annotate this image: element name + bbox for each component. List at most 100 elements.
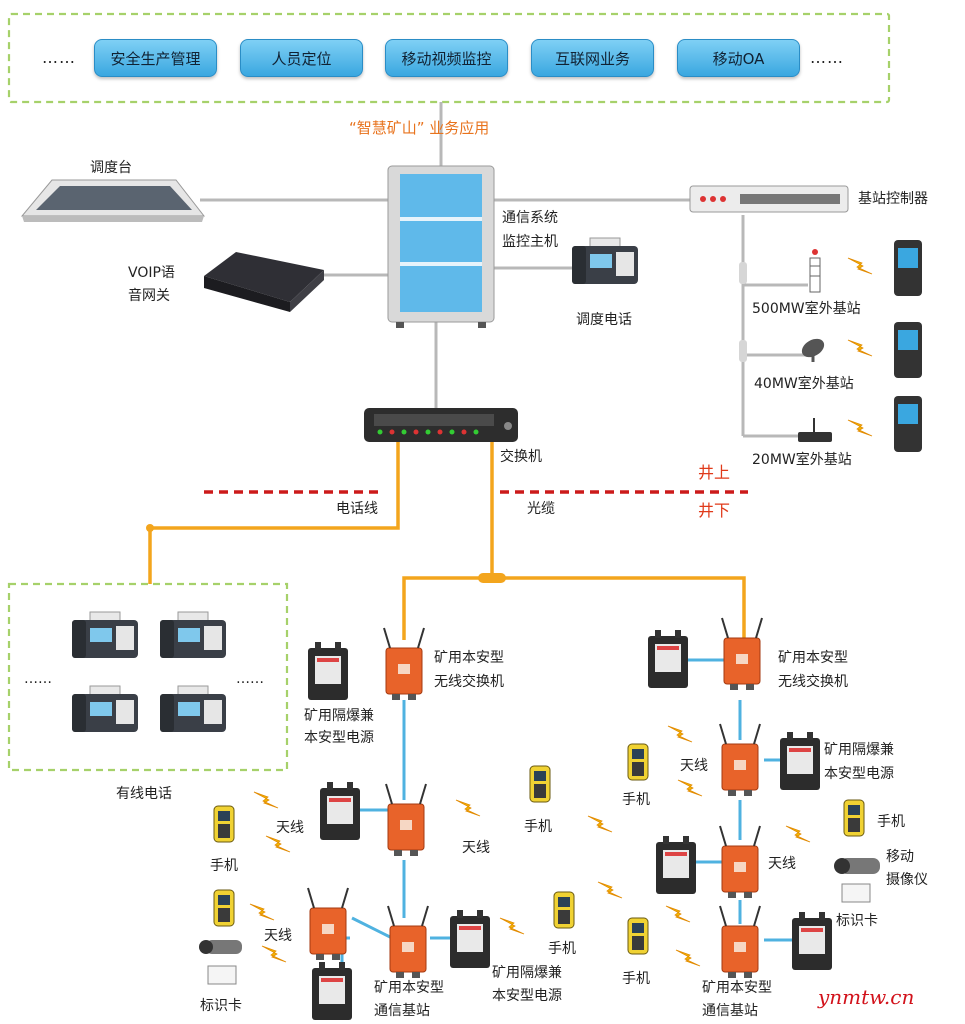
- left-comm-bs-label-1: 矿用本安型: [374, 980, 444, 996]
- right-handset-2-icon: [843, 799, 865, 837]
- host-label-2: 监控主机: [502, 234, 558, 250]
- wired-phone-label: 有线电话: [116, 786, 172, 802]
- left-id-card-icon: [207, 965, 237, 985]
- left-power-bottom-label-2: 本安型电源: [492, 988, 562, 1004]
- app-button-internet[interactable]: 互联网业务: [531, 39, 654, 77]
- mobile-20-icon: [894, 396, 922, 452]
- wired-ellipsis-right: ……: [236, 671, 264, 687]
- bolt-500-icon: [847, 257, 873, 275]
- left-switch-label-1: 矿用本安型: [434, 650, 504, 666]
- left-comm-base-station-icon: [387, 905, 429, 979]
- watermark-text: ynmtw.cn: [817, 985, 914, 1009]
- left-chain-3: [351, 916, 393, 940]
- switch-icon: [364, 408, 518, 442]
- left-handset-2-icon: [529, 765, 551, 803]
- wired-phone-1-icon: [71, 611, 139, 659]
- app-button-oa[interactable]: 移动OA: [677, 39, 800, 77]
- left-bolt-7-icon: [499, 917, 525, 935]
- right-bolt-1-icon: [667, 725, 693, 743]
- business-app-label: “智慧矿山” 业务应用: [349, 119, 489, 137]
- right-handset-label-2: 手机: [877, 814, 905, 830]
- splitter-500: [739, 262, 747, 284]
- bs40-label: 40MW室外基站: [754, 375, 854, 392]
- dispatch-console-icon: [20, 179, 206, 222]
- fiber-branch: [402, 576, 746, 640]
- left-base-station-2-icon: [307, 887, 349, 961]
- app-button-video[interactable]: 移动视频监控: [385, 39, 508, 77]
- right-wireless-switch-icon: [721, 617, 763, 691]
- left-handset-3-icon: [213, 889, 235, 927]
- monitor-host-icon: [387, 165, 495, 328]
- dish-40-icon: [801, 338, 825, 362]
- left-antenna-label-1: 天线: [276, 820, 304, 836]
- right-power-3-icon: [656, 836, 696, 894]
- left-power-2-icon: [320, 782, 360, 840]
- app-button-safety[interactable]: 安全生产管理: [94, 39, 217, 77]
- left-handset-1-icon: [213, 805, 235, 843]
- right-power-label-2: 本安型电源: [824, 766, 894, 782]
- left-handset-4-icon: [553, 891, 575, 929]
- right-antenna-label-1: 天线: [680, 758, 708, 774]
- left-camera-icon: [199, 940, 242, 954]
- above-ground-label: 井上: [698, 463, 730, 482]
- dispatch-phone-label: 调度电话: [576, 312, 632, 328]
- left-bolt-6-icon: [261, 945, 287, 963]
- right-comm-bs-label-1: 矿用本安型: [702, 980, 772, 996]
- app-layer-container: [7, 12, 891, 104]
- right-handset-label-1: 手机: [622, 792, 650, 808]
- right-camera-icon: [834, 858, 880, 874]
- mobile-40-icon: [894, 322, 922, 378]
- right-switch-label-1: 矿用本安型: [778, 650, 848, 666]
- router-20-icon: [798, 418, 832, 442]
- bs500-label: 500MW室外基站: [752, 300, 861, 317]
- phone-line-cable: [148, 442, 400, 584]
- right-power-2-icon: [780, 732, 820, 790]
- wired-phone-container: [7, 582, 289, 772]
- left-bolt-5-icon: [249, 903, 275, 921]
- splitter-40: [739, 340, 747, 362]
- left-power-3-icon: [450, 910, 490, 968]
- voip-label-2: 音网关: [128, 287, 170, 304]
- fiber-splitter: [478, 573, 506, 583]
- host-label-1: 通信系统: [502, 210, 558, 226]
- fiber-label: 光缆: [527, 501, 555, 517]
- left-power-label-1: 矿用隔爆兼: [304, 708, 374, 724]
- tower-500-icon: [809, 249, 821, 293]
- app-button-positioning[interactable]: 人员定位: [240, 39, 363, 77]
- bolt-40-icon: [847, 339, 873, 357]
- left-antenna-label-2: 天线: [462, 840, 490, 856]
- left-bolt-3-icon: [455, 799, 481, 817]
- console-label: 调度台: [90, 160, 132, 176]
- left-power-4-icon: [312, 962, 352, 1020]
- right-handset-label-3: 手机: [622, 971, 650, 987]
- left-bolt-4-icon: [587, 815, 613, 833]
- ellipsis-right: ……: [810, 48, 844, 67]
- left-power-label-2: 本安型电源: [304, 730, 374, 746]
- right-power-1-icon: [648, 630, 688, 688]
- dispatch-phone-icon: [571, 237, 639, 285]
- right-switch-label-2: 无线交换机: [778, 673, 848, 690]
- mobile-500-icon: [894, 240, 922, 296]
- right-bolt-3-icon: [785, 825, 811, 843]
- right-bolt-5-icon: [665, 905, 691, 923]
- wired-phone-2-icon: [159, 611, 227, 659]
- right-comm-bs-label-2: 通信基站: [702, 1002, 758, 1019]
- voip-gateway-icon: [204, 252, 324, 312]
- right-power-label-1: 矿用隔爆兼: [824, 742, 894, 758]
- right-power-4-icon: [792, 912, 832, 970]
- left-bolt-1-icon: [253, 791, 279, 809]
- right-handset-3-icon: [627, 917, 649, 955]
- left-switch-label-2: 无线交换机: [434, 673, 504, 690]
- base-controller-label: 基站控制器: [858, 190, 928, 207]
- switch-label: 交换机: [500, 448, 542, 465]
- left-comm-bs-label-2: 通信基站: [374, 1002, 430, 1019]
- underground-label: 井下: [698, 501, 730, 520]
- mobile-camera-label-2: 摄像仪: [886, 872, 928, 888]
- right-id-card-label: 标识卡: [836, 913, 878, 929]
- bolt-20-icon: [847, 419, 873, 437]
- left-base-station-1-icon: [385, 783, 427, 857]
- mobile-camera-label-1: 移动: [886, 849, 914, 865]
- wired-ellipsis-left: ……: [24, 671, 52, 687]
- voip-label-1: VOIP语: [128, 265, 175, 281]
